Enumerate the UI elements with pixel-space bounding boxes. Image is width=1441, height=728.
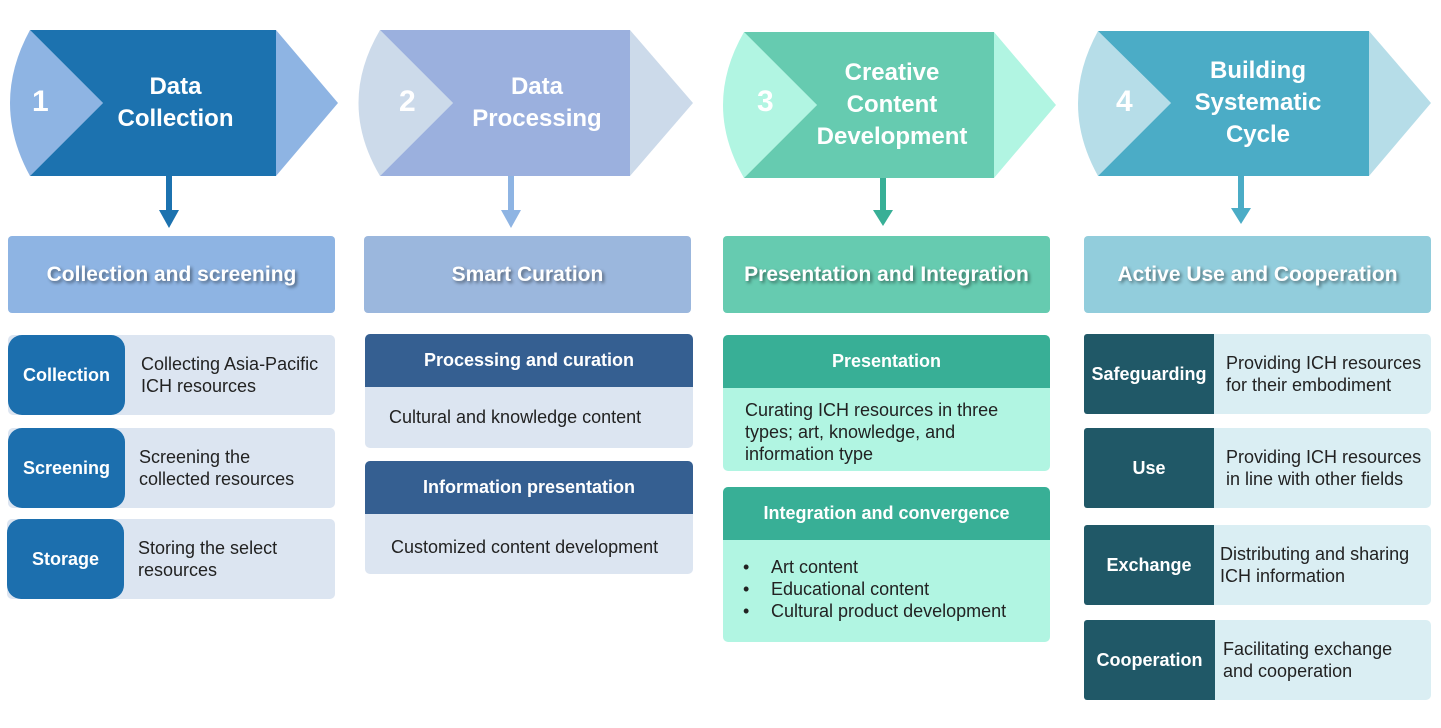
stage-4-chevron [1369, 31, 1431, 176]
stage-4-title-line: Systematic [1194, 89, 1322, 116]
bullet-list: Art content Educational content Cultural… [723, 556, 1050, 622]
item-description: Providing ICH resources for their embodi… [1226, 353, 1422, 395]
stage-4-shape [1078, 31, 1431, 176]
card-title: Processing and curation [365, 334, 693, 387]
stage-3-arc [723, 32, 817, 178]
item-description: Screening the collected resources [139, 447, 295, 489]
down-arrow-icon [159, 176, 179, 228]
item-label: Screening [8, 428, 125, 508]
stage-3-title-line: Creative [844, 59, 940, 86]
item-label: Safeguarding [1084, 334, 1214, 414]
stage-2-body [380, 30, 630, 176]
card-processing-and-curation: Processing and curation Cultural and kno… [365, 334, 693, 448]
card-integration-and-convergence: Integration and convergence Art content … [723, 487, 1050, 642]
stage-1-arc [10, 30, 103, 176]
list-item-exchange: Exchange Distributing and sharing ICH in… [1084, 525, 1431, 605]
item-label: Exchange [1084, 525, 1214, 605]
list-item-cooperation: Cooperation Facilitating exchange and co… [1084, 620, 1431, 700]
list-item-screening: Screening Screening the collected resour… [8, 428, 335, 508]
section-smart-curation: Smart Curation [364, 236, 691, 313]
stage-2-title-line: Processing [472, 105, 602, 132]
stage-1-title-line: Data [149, 73, 202, 100]
stage-3-chevron [994, 32, 1056, 178]
card-body: Art content Educational content Cultural… [723, 540, 1050, 622]
stage-1-chevron [276, 30, 338, 176]
list-item-safeguarding: Safeguarding Providing ICH resources for… [1084, 334, 1431, 414]
item-description: Distributing and sharing ICH information [1220, 544, 1410, 586]
stage-1-shape [10, 30, 338, 176]
stage-1-number: 1 [32, 85, 49, 118]
section-active-use-and-cooperation: Active Use and Cooperation [1084, 236, 1431, 313]
card-body: Cultural and knowledge content [389, 407, 642, 427]
stage-3-shape [723, 32, 1056, 178]
item-description: Facilitating exchange and cooperation [1223, 639, 1393, 681]
stage-2-chevron [630, 30, 693, 176]
down-arrow-icon [873, 178, 893, 226]
stage-4-arc [1078, 31, 1171, 176]
card-title: Integration and convergence [723, 487, 1050, 540]
stage-2-number: 2 [399, 85, 416, 118]
stage-4-title-line: Building [1210, 57, 1306, 84]
card-title: Information presentation [365, 461, 693, 514]
item-description: Storing the select resources [138, 538, 278, 580]
stage-1-body [30, 30, 276, 176]
card-body: Customized content development [391, 537, 659, 557]
bullet-item: Art content [723, 556, 1050, 578]
section-collection-and-screening: Collection and screening [8, 236, 335, 313]
section-presentation-and-integration: Presentation and Integration [723, 236, 1050, 313]
bullet-item: Cultural product development [723, 600, 1050, 622]
stage-2-arc [358, 30, 453, 176]
item-label: Cooperation [1084, 620, 1215, 700]
list-item-use: Use Providing ICH resources in line with… [1084, 428, 1431, 508]
card-body: Curating ICH resources in three types; a… [745, 400, 999, 464]
bullet-item: Educational content [723, 578, 1050, 600]
stage-1-title-line: Collection [117, 105, 234, 132]
stage-4-title-line: Cycle [1225, 121, 1291, 148]
item-label: Use [1084, 428, 1214, 508]
stage-4-number: 4 [1116, 85, 1133, 118]
card-presentation: Presentation Curating ICH resources in t… [723, 335, 1050, 471]
stage-2-title-line: Data [510, 73, 563, 100]
item-label: Collection [8, 335, 125, 415]
list-item-collection: Collection Collecting Asia-Pacific ICH r… [8, 335, 335, 415]
item-description: Providing ICH resources in line with oth… [1226, 447, 1422, 489]
card-title: Presentation [723, 335, 1050, 388]
down-arrow-icon [1231, 176, 1251, 224]
list-item-storage: Storage Storing the select resources [7, 519, 335, 599]
card-information-presentation: Information presentation Customized cont… [365, 461, 693, 574]
stage-2-shape [358, 30, 693, 176]
stage-3-title-line: Content [846, 91, 938, 118]
down-arrow-icon [501, 176, 521, 228]
stage-4-body [1098, 31, 1369, 176]
stage-3-body [744, 32, 994, 178]
stage-3-title-line: Development [816, 123, 968, 150]
item-label: Storage [7, 519, 124, 599]
item-description: Collecting Asia-Pacific ICH resources [141, 354, 319, 396]
stage-3-number: 3 [757, 85, 774, 118]
